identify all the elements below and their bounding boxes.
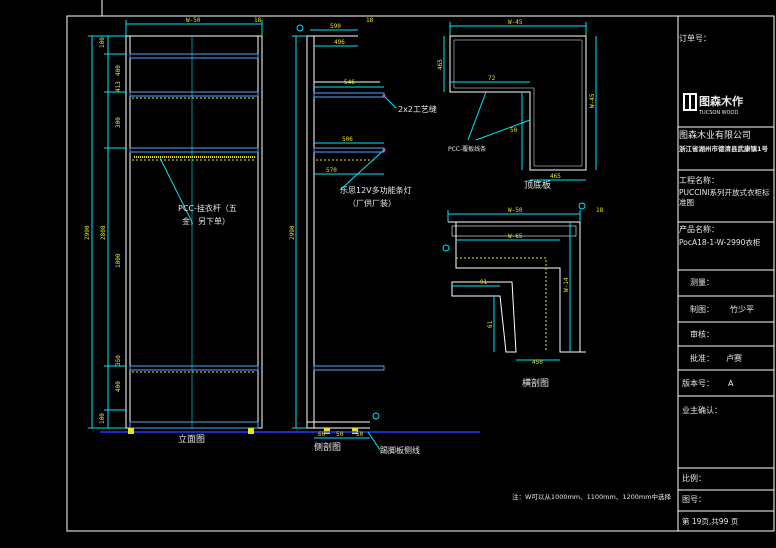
plan-outline [448, 221, 581, 353]
approve-label: 批准： [690, 354, 714, 363]
side-height-dim: 2990 [289, 225, 296, 240]
review-label: 审核： [690, 330, 714, 339]
company-name: 图森木业有限公司 [679, 131, 752, 141]
side-shelf [313, 147, 385, 153]
plan-side-dim: W-14 [563, 277, 570, 292]
light-note-line2: （厂供厂装） [348, 198, 396, 208]
logo-subtext: TUCSON WOOD [698, 110, 738, 116]
front-seg-dim: 350 [115, 355, 122, 366]
top-corner-dim: 50 [510, 127, 518, 134]
skirting-leader [367, 431, 381, 451]
front-view [88, 20, 290, 434]
plan-inner-dim: W-65 [508, 233, 523, 240]
side-shelf-dim: 546 [344, 79, 355, 86]
front-side-dim: 18 [254, 17, 262, 24]
front-seg-dim: 400 [115, 65, 122, 76]
side-section [290, 24, 480, 451]
front-width-dim: W-50 [186, 17, 201, 24]
logo [683, 93, 697, 111]
sheet-border [66, 15, 775, 532]
project-label: 工程名称： [679, 176, 719, 185]
side-top-dim: 18 [366, 17, 374, 24]
drawing-no-label: 图号： [682, 495, 706, 504]
side-shelf [313, 365, 385, 371]
plan-c-dim: 18 [596, 207, 604, 214]
title-block-grid [677, 16, 774, 531]
front-seg-dim: 100 [99, 413, 106, 424]
light-leader [339, 149, 385, 191]
top-view [443, 22, 597, 181]
top-height-dim: W-45 [589, 93, 596, 108]
front-inner-dim: 2808 [100, 225, 107, 240]
front-view-label: 立面图 [178, 433, 205, 445]
rod-leader [159, 157, 193, 223]
plan-b-dim: 61 [487, 320, 494, 328]
plan-a-dim: 91 [480, 279, 488, 286]
scale-label: 比例： [682, 474, 706, 483]
measure-label: 测量： [690, 278, 714, 287]
top-width-dim: W-45 [508, 19, 523, 26]
edge-leader [467, 91, 487, 141]
top-depth-dim: 465 [437, 59, 444, 70]
front-seg-dim: 100 [99, 37, 106, 48]
front-seg-dim: 300 [115, 117, 122, 128]
approve-value: 卢赛 [726, 354, 742, 363]
order-no-label: 订单号： [679, 34, 711, 43]
version-value: A [728, 379, 734, 388]
light-note-line1: 乐思12V多功能条灯 [340, 185, 412, 195]
front-shelf [129, 91, 259, 97]
side-bottom-dim: 50 [336, 431, 344, 438]
gap-leader [383, 95, 397, 109]
edge-note: PCC-覆板线条 [448, 145, 486, 153]
front-toe-kick [129, 421, 259, 429]
front-seg-dim: 1000 [115, 253, 122, 268]
gap-note: 2x2工艺缝 [398, 104, 437, 114]
top-inner-dim: 72 [488, 75, 496, 82]
owner-label: 业主确认： [682, 406, 722, 415]
front-shelf [129, 365, 259, 371]
front-shelf [129, 53, 259, 59]
project-value: PUCCINI系列开放式衣柜标准图 [679, 188, 770, 207]
top-view-label: 顶底板 [524, 179, 551, 191]
side-bottom-dim: 60 [318, 431, 326, 438]
front-height-dim: 2990 [84, 225, 91, 240]
product-label: 产品名称： [679, 225, 719, 234]
draw-value: 竹少平 [730, 305, 754, 314]
front-shelf [129, 147, 259, 153]
plan-section [442, 202, 586, 361]
draw-label: 制图： [690, 305, 714, 314]
front-seg-dim: 413 [115, 81, 122, 92]
rod-note-line2: 金，另下单） [182, 216, 230, 226]
plan-shelf [451, 281, 517, 353]
side-mid-dim: 506 [342, 136, 353, 143]
skirting-note: 踢脚板侧线 [380, 445, 420, 455]
footnote: 注：W可以从1000mm、1100mm、1200mm中选择 [512, 492, 672, 501]
page-indicator: 第 19页,共99 页 [682, 517, 739, 526]
side-section-label: 侧剖图 [314, 441, 341, 453]
logo-text: 图森木作 [699, 94, 743, 108]
side-back-panel [306, 35, 315, 429]
side-depth-dim: 590 [330, 23, 341, 30]
edge-leader [475, 119, 531, 141]
version-label: 版本号： [682, 379, 714, 388]
rod-note-line1: PCC-挂衣杆（五 [178, 203, 237, 213]
plan-depth-dim: 450 [532, 359, 543, 366]
side-light-dim: 570 [326, 167, 337, 174]
front-carcass [125, 35, 263, 429]
product-value: PocA18-1-W-2990衣柜 [679, 238, 761, 247]
top-bottom-dim: 465 [550, 173, 561, 180]
plan-width-dim: W-50 [508, 207, 523, 214]
side-upper-dim: 496 [334, 39, 345, 46]
side-shelf [313, 92, 385, 98]
company-address: 浙江省湖州市德清县武康镇1号 [679, 145, 769, 153]
side-bottom-dim: 50 [356, 431, 364, 438]
front-seg-dim: 400 [115, 381, 122, 392]
plan-section-label: 横剖图 [522, 377, 549, 389]
